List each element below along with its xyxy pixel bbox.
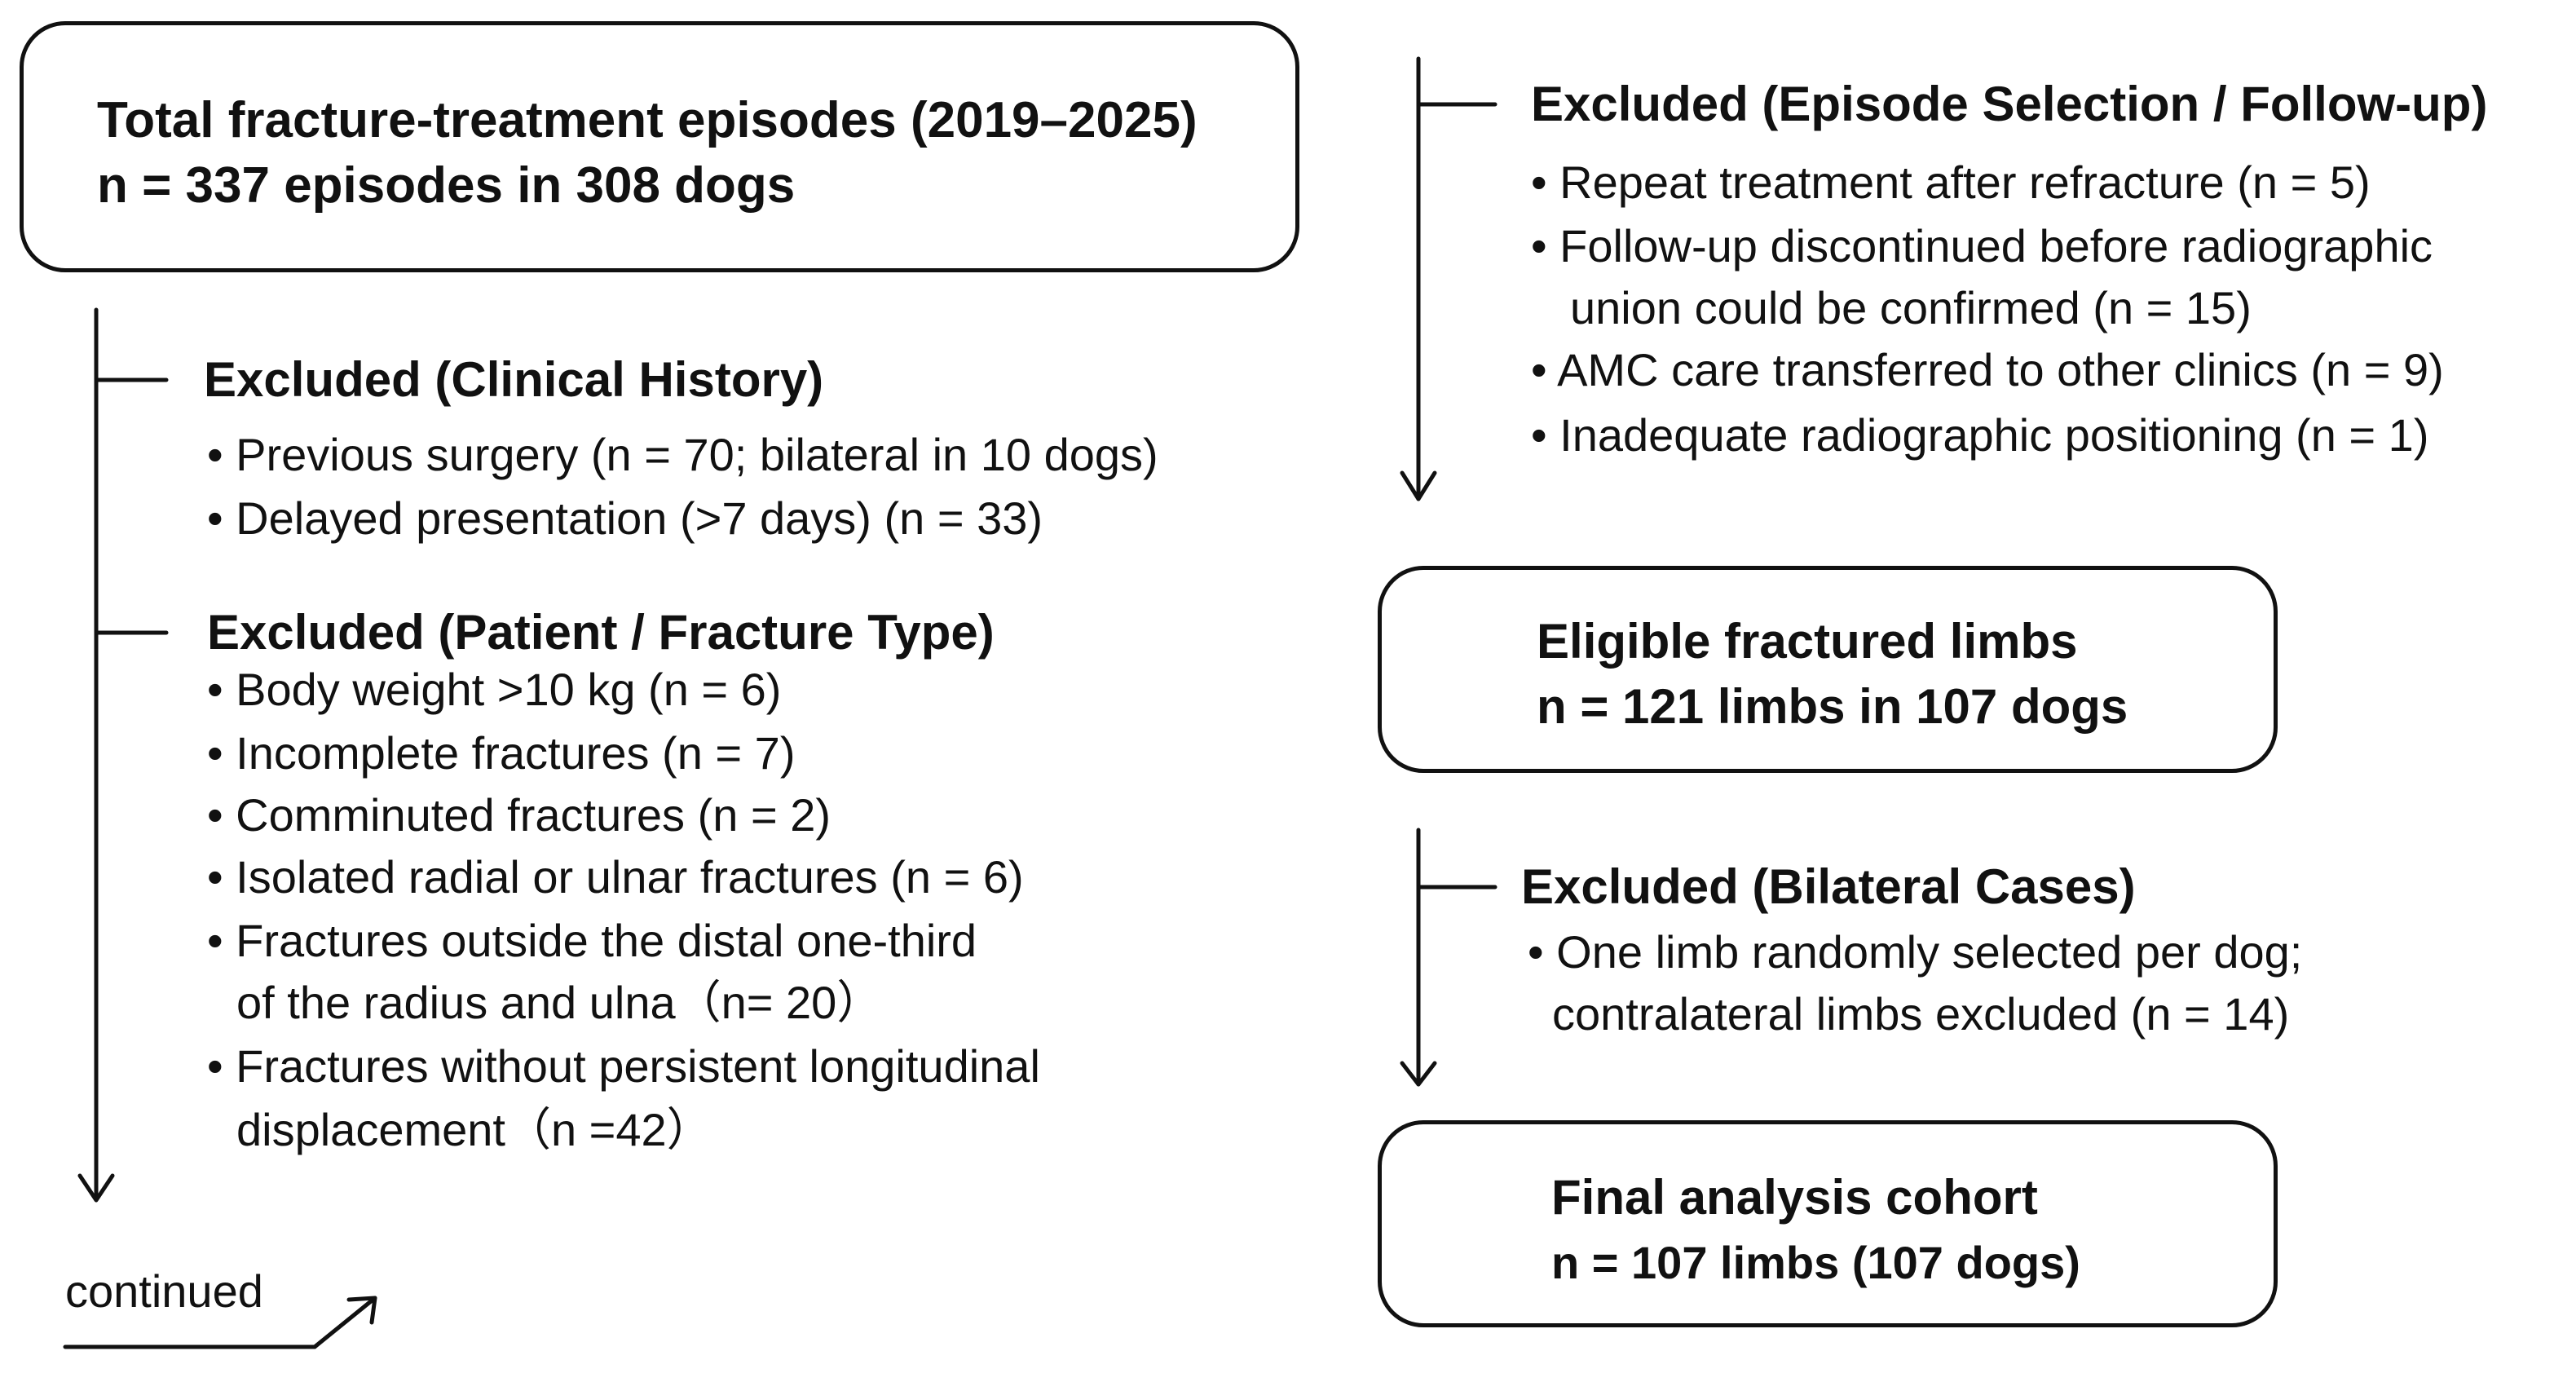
exclusion-clinical-item: • Previous surgery (n = 70; bilateral in… bbox=[207, 429, 1158, 480]
box-eligible-subtitle: n = 121 limbs in 107 dogs bbox=[1537, 679, 2128, 734]
left-main-arrow-head bbox=[77, 1173, 115, 1203]
exclusion-episode-item: • Inadequate radiographic positioning (n… bbox=[1531, 409, 2429, 461]
exclusion-clinical-item: • Delayed presentation (>7 days) (n = 33… bbox=[207, 492, 1043, 544]
exclusion-episode-heading: Excluded (Episode Selection / Follow-up) bbox=[1531, 77, 2488, 131]
exclusion-episode-item: union could be confirmed (n = 15) bbox=[1570, 282, 2252, 333]
box-final-subtitle: n = 107 limbs (107 dogs) bbox=[1551, 1237, 2080, 1288]
exclusion-patient-item: of the radius and ulna（n= 20） bbox=[236, 977, 883, 1028]
exclusion-clinical-heading: Excluded (Clinical History) bbox=[204, 352, 824, 407]
exclusion-patient-item: displacement（n =42） bbox=[236, 1104, 712, 1155]
box-total-episodes: Total fracture-treatment episodes (2019–… bbox=[20, 21, 1299, 272]
exclusion-bilateral-item: • One limb randomly selected per dog; bbox=[1528, 926, 2303, 978]
box-eligible-limbs: Eligible fractured limbs n = 121 limbs i… bbox=[1378, 566, 2278, 773]
exclusion-episode-item: • Follow-up discontinued before radiogra… bbox=[1531, 220, 2433, 272]
box-final-title: Final analysis cohort bbox=[1551, 1170, 2038, 1225]
continued-arrow-shaft bbox=[312, 1296, 377, 1349]
exclusion-patient-item: • Isolated radial or ulnar fractures (n … bbox=[207, 851, 1024, 903]
box-total-subtitle: n = 337 episodes in 308 dogs bbox=[97, 157, 796, 214]
exclusion-patient-item: • Fractures without persistent longitudi… bbox=[207, 1040, 1040, 1092]
right-top-arrow-head bbox=[1400, 470, 1437, 501]
continued-label: continued bbox=[65, 1265, 263, 1317]
box-final-cohort: Final analysis cohort n = 107 limbs (107… bbox=[1378, 1120, 2278, 1327]
exclusion-patient-heading: Excluded (Patient / Fracture Type) bbox=[207, 605, 995, 660]
exclusion-bilateral-heading: Excluded (Bilateral Cases) bbox=[1521, 859, 2136, 914]
exclusion-episode-item: • AMC care transferred to other clinics … bbox=[1531, 344, 2444, 395]
exclusion-patient-item: • Incomplete fractures (n = 7) bbox=[207, 727, 796, 779]
exclusion-patient-item: • Body weight >10 kg (n = 6) bbox=[207, 664, 782, 715]
exclusion-episode-item: • Repeat treatment after refracture (n =… bbox=[1531, 157, 2371, 208]
box-total-title: Total fracture-treatment episodes (2019–… bbox=[97, 92, 1198, 148]
exclusion-patient-item: • Comminuted fractures (n = 2) bbox=[207, 789, 831, 841]
right-middle-arrow-head bbox=[1400, 1061, 1437, 1087]
exclusion-bilateral-item: contralateral limbs excluded (n = 14) bbox=[1552, 988, 2290, 1040]
continued-arrow-head bbox=[346, 1296, 377, 1325]
box-eligible-title: Eligible fractured limbs bbox=[1537, 614, 2078, 669]
exclusion-patient-item: • Fractures outside the distal one-third bbox=[207, 915, 977, 966]
